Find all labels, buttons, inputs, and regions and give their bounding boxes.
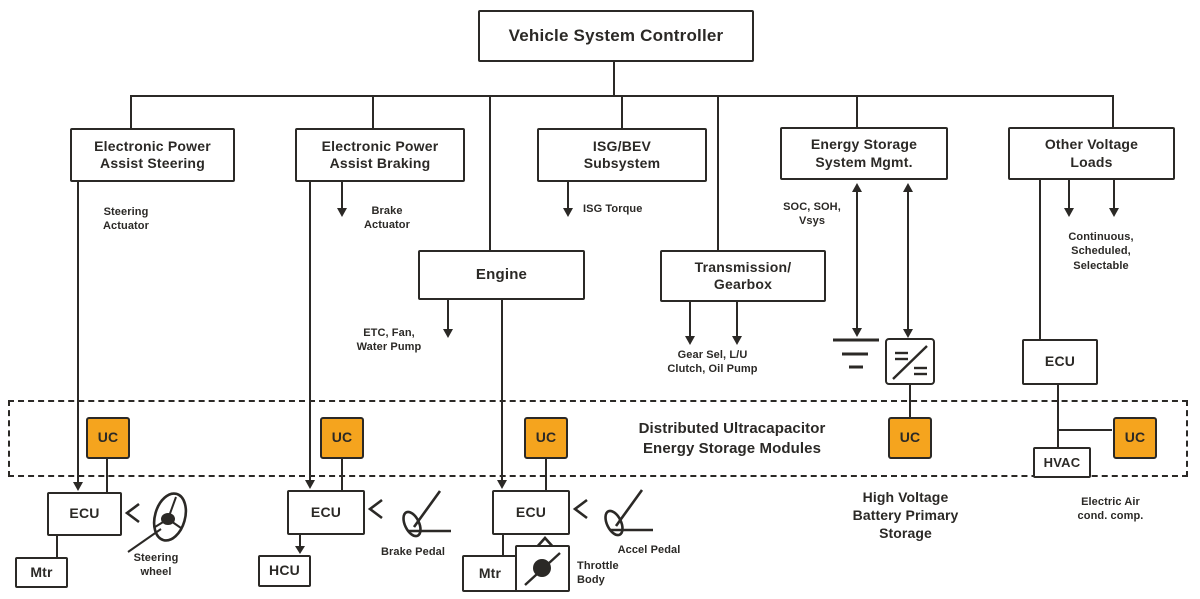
mtr-box-steering: Mtr: [15, 557, 68, 588]
brake-pedal-icon: [402, 490, 451, 538]
hv-battery-primary-storage-label: High Voltage Battery Primary Storage: [852, 489, 959, 542]
steering-actuator-label: Steering Actuator: [102, 206, 150, 233]
vehicle-system-controller-box: Vehicle System Controller: [478, 10, 754, 62]
energy-storage-mgmt-box: Energy Storage System Mgmt.: [780, 127, 948, 180]
electric-air-cond-comp-label: Electric Air cond. comp.: [1077, 496, 1144, 523]
uc-module-hvac: UC: [1113, 417, 1157, 459]
engine-box: Engine: [418, 250, 585, 300]
soc-soh-vsys-label: SOC, SOH, Vsys: [783, 201, 841, 228]
epab-box: Electronic Power Assist Braking: [295, 128, 465, 182]
accel-pedal-label: Accel Pedal: [617, 544, 681, 556]
ecu-box-throttle: ECU: [492, 490, 570, 535]
ecu-box-braking: ECU: [287, 490, 365, 535]
uc-module-battery: UC: [888, 417, 932, 459]
continuous-scheduled-selectable-label: Continuous, Scheduled, Selectable: [1068, 231, 1134, 272]
steering-input-chevron-icon: [124, 502, 140, 524]
battery-symbol-icon: [833, 338, 879, 369]
dc-dc-converter-icon: [885, 338, 935, 385]
uc-module-braking: UC: [320, 417, 364, 459]
mtr-box-throttle: Mtr: [462, 555, 518, 592]
transmission-gearbox-box: Transmission/ Gearbox: [660, 250, 826, 302]
uc-module-throttle: UC: [524, 417, 568, 459]
gear-sel-clutch-oil-pump-label: Gear Sel, L/U Clutch, Oil Pump: [667, 349, 758, 376]
distributed-uc-title: Distributed Ultracapacitor Energy Storag…: [638, 420, 826, 458]
throttle-valve-icon: [524, 552, 561, 586]
steering-wheel-icon: [127, 492, 188, 553]
isg-bev-subsystem-box: ISG/BEV Subsystem: [537, 128, 707, 182]
other-voltage-loads-box: Other Voltage Loads: [1008, 127, 1175, 180]
isg-torque-label: ISG Torque: [583, 203, 643, 215]
steering-wheel-label: Steering wheel: [133, 552, 179, 579]
accel-input-chevron-icon: [572, 498, 588, 520]
accel-pedal-icon: [604, 489, 653, 537]
hvac-box: HVAC: [1033, 447, 1091, 478]
brake-pedal-label: Brake Pedal: [380, 546, 446, 558]
brake-actuator-label: Brake Actuator: [363, 205, 411, 232]
ecu-box-loads: ECU: [1022, 339, 1098, 385]
etc-fan-water-pump-label: ETC, Fan, Water Pump: [356, 327, 422, 354]
throttle-body-label: Throttle Body: [577, 560, 619, 587]
ecu-box-steering: ECU: [47, 492, 122, 536]
distributed-uc-dashed-region: [8, 400, 1188, 477]
brake-input-chevron-icon: [367, 498, 383, 520]
hcu-box: HCU: [258, 555, 311, 587]
epas-box: Electronic Power Assist Steering: [70, 128, 235, 182]
uc-module-steering: UC: [86, 417, 130, 459]
throttle-body-box: [515, 545, 570, 592]
